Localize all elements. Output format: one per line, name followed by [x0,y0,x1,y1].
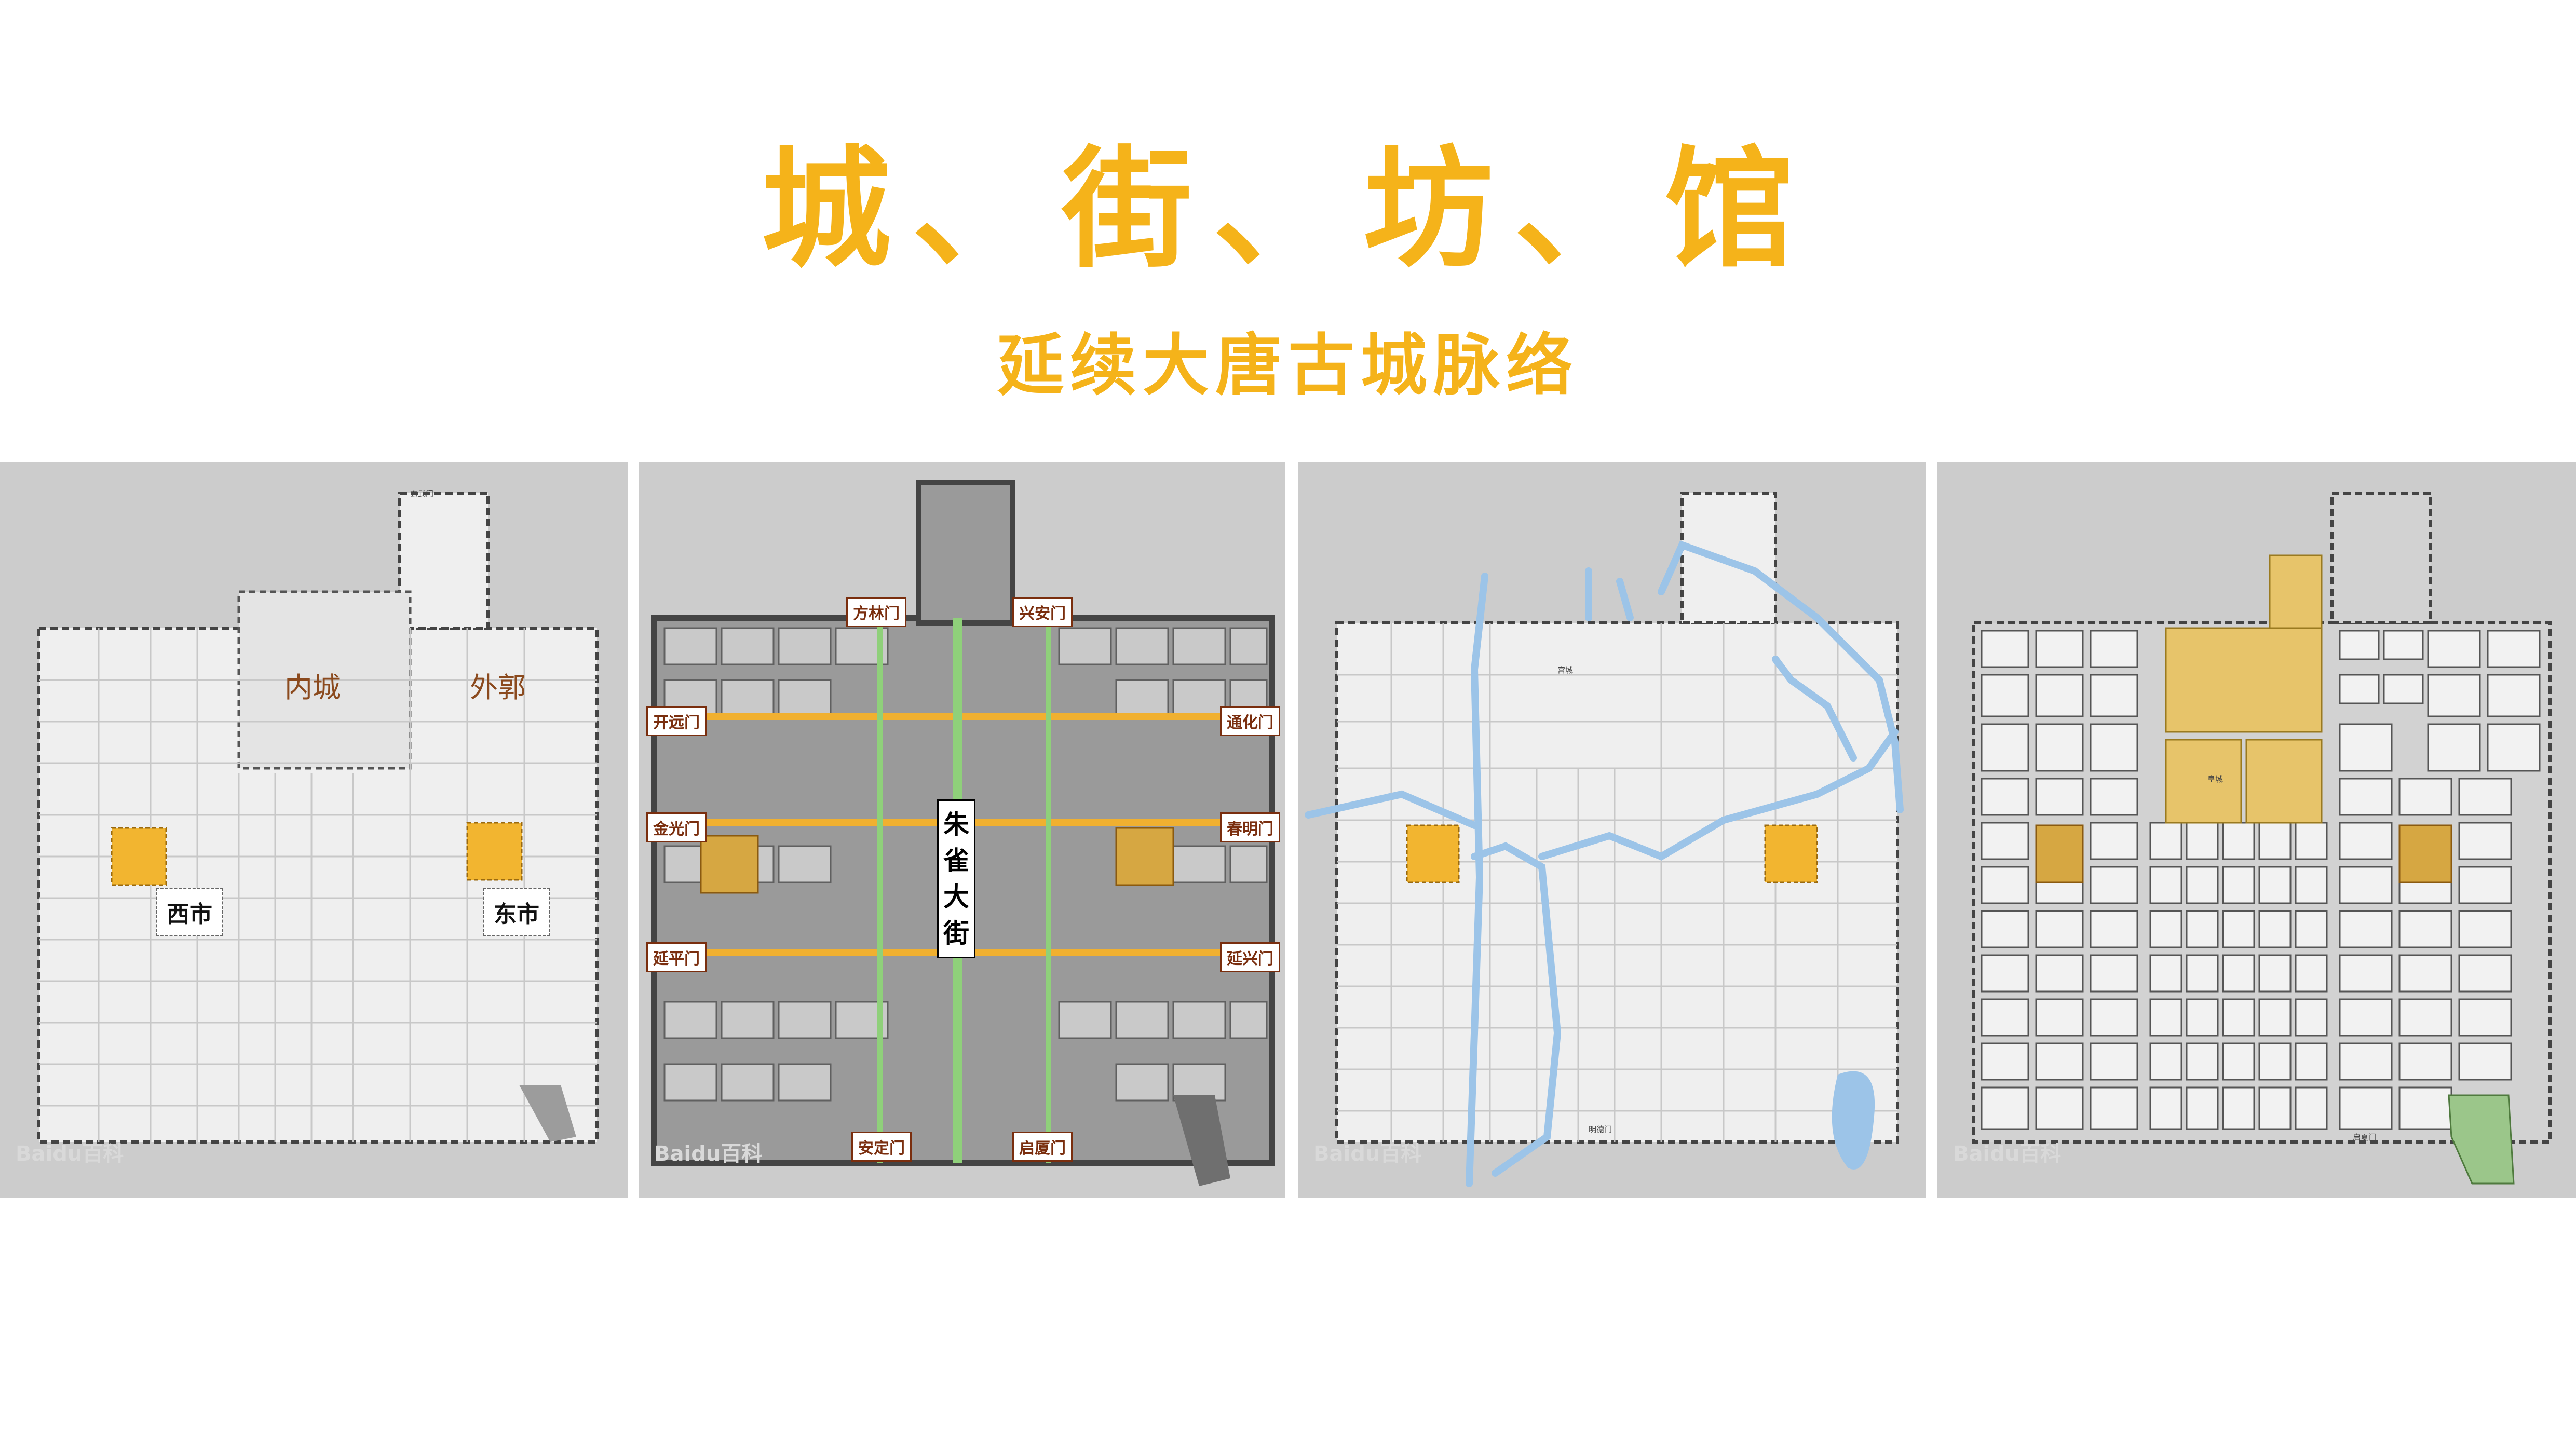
baidu-watermark-2: Baidu百科 [654,1142,763,1166]
city-map-3 [1305,492,1904,1187]
imperial-city-label: 皇城 [2207,774,2224,784]
gate-anding: 安定门 [851,1132,912,1162]
gate-kaiyuan: 开远门 [646,706,707,736]
map-panel-wards: 皇城 启夏门 Baidu百科 [1937,462,2576,1198]
map-panel-waterways: 宫城 明德门 Baidu百科 [1298,462,1926,1198]
map-panel-city-zones: 内城 外郭 西市 东市 玄武门 Baidu百科 [0,462,628,1198]
outer-city-label: 外郭 [470,671,526,704]
city-map-4 [1972,492,2552,1185]
east-market-label: 东市 [483,888,550,936]
south-gate-east-label: 启夏门 [2353,1133,2377,1142]
baidu-watermark-4: Baidu百科 [1953,1142,2062,1166]
city-map-1 [37,492,599,1144]
palace-city-label: 宫城 [1557,665,1574,675]
south-gate-label: 明德门 [1589,1125,1612,1134]
gate-fanglin: 方林门 [846,597,906,627]
baidu-watermark: Baidu百科 [16,1142,124,1166]
gate-xingan: 兴安门 [1012,597,1073,627]
inner-city-label: 内城 [284,671,341,704]
map-panel-streets: 方林门 兴安门 开远门 通化门 金光门 春明门 延平门 延兴门 安定门 启厦门 … [639,462,1285,1198]
gate-jinguang: 金光门 [646,812,707,842]
page-title: 城、街、坊、馆 [761,134,1815,285]
gate-chunming: 春明门 [1220,812,1280,842]
page-subtitle: 延续大唐古城脉络 [997,327,1579,404]
gate-yanxing: 延兴门 [1220,942,1280,972]
gate-yanping: 延平门 [646,942,707,972]
west-market-label: 西市 [156,888,223,936]
zhuque-street-label: 朱雀大街 [937,799,975,958]
gate-tonghua: 通化门 [1220,706,1280,736]
baidu-watermark-3: Baidu百科 [1313,1142,1422,1166]
gate-qixia: 启厦门 [1012,1132,1073,1162]
north-gate-label: 玄武门 [410,489,434,498]
